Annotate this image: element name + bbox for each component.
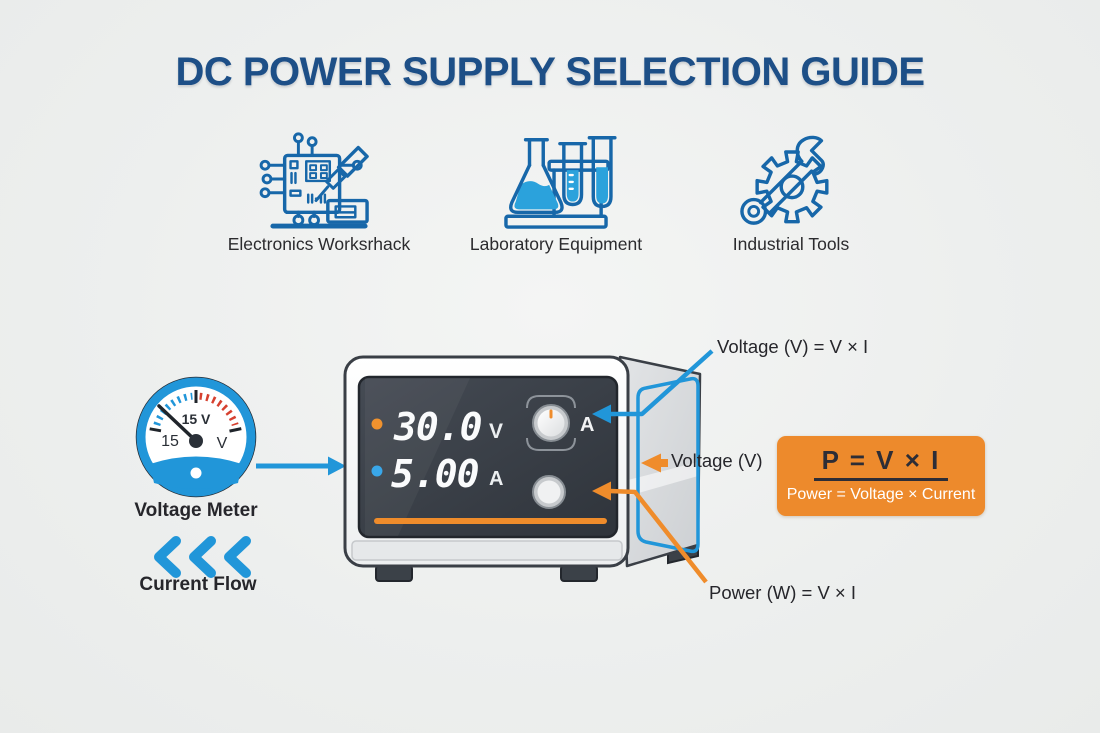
voltage-readout: 30.0 [393, 405, 482, 449]
device-display: 30.0 V 5.00 A [357, 375, 619, 539]
side-voltage-arrow [641, 453, 668, 473]
knob-label: A [580, 414, 594, 436]
power-annotation-arrow [592, 481, 708, 584]
current-indicator-dot [371, 465, 383, 477]
power-supply-device: 30.0 V 5.00 A A [343, 355, 702, 582]
gauge-needle [157, 404, 198, 443]
lab-flask-icon [504, 136, 617, 229]
formula-caption: Power = Voltage × Current [786, 486, 976, 503]
annotation-voltage-top: Voltage (V) = V × I [717, 336, 869, 357]
side-panel-outline [636, 376, 700, 554]
annotation-voltage-side: Voltage (V) [671, 450, 763, 471]
category-label: Electronics Worksrhack [227, 234, 411, 254]
category-label: Laboratory Equipment [469, 234, 643, 254]
gauge-scale-left: 15 [161, 433, 179, 450]
wrench-gear-icon [740, 135, 829, 225]
gauge-unit: V [217, 435, 228, 452]
power-formula-box: P = V × I Power = Voltage × Current [777, 436, 985, 516]
power-knob [532, 475, 566, 509]
current-unit: A [489, 468, 503, 490]
current-flow-label: Current Flow [139, 574, 257, 595]
voltage-meter-label: Voltage Meter [134, 500, 258, 521]
page-title: DC POWER SUPPLY SELECTION GUIDE [175, 50, 925, 94]
device-foot [560, 565, 598, 582]
voltage-unit: V [489, 420, 503, 443]
meter-to-device-arrow [256, 456, 346, 476]
device-foot [375, 565, 413, 582]
annotation-power-bottom: Power (W) = V × I [709, 582, 857, 603]
current-readout: 5.00 [391, 452, 479, 496]
formula-text: P = V × I [813, 445, 949, 481]
display-accent-bar [374, 518, 607, 524]
gauge-reading: 15 V [182, 411, 211, 427]
voltage-gauge-icon: 15 V 15 V [135, 376, 257, 498]
voltage-indicator-dot [371, 418, 383, 430]
current-knob: A [526, 395, 594, 451]
category-industrial: Industrial Tools [672, 126, 910, 255]
circuit-soldering-icon [259, 132, 369, 229]
voltage-annotation-arrow [592, 349, 714, 424]
triple-chevron-left-icon [154, 536, 251, 578]
category-label: Industrial Tools [732, 234, 850, 254]
category-electronics: Electronics Worksrhack [200, 126, 438, 255]
category-laboratory: Laboratory Equipment [437, 126, 675, 255]
